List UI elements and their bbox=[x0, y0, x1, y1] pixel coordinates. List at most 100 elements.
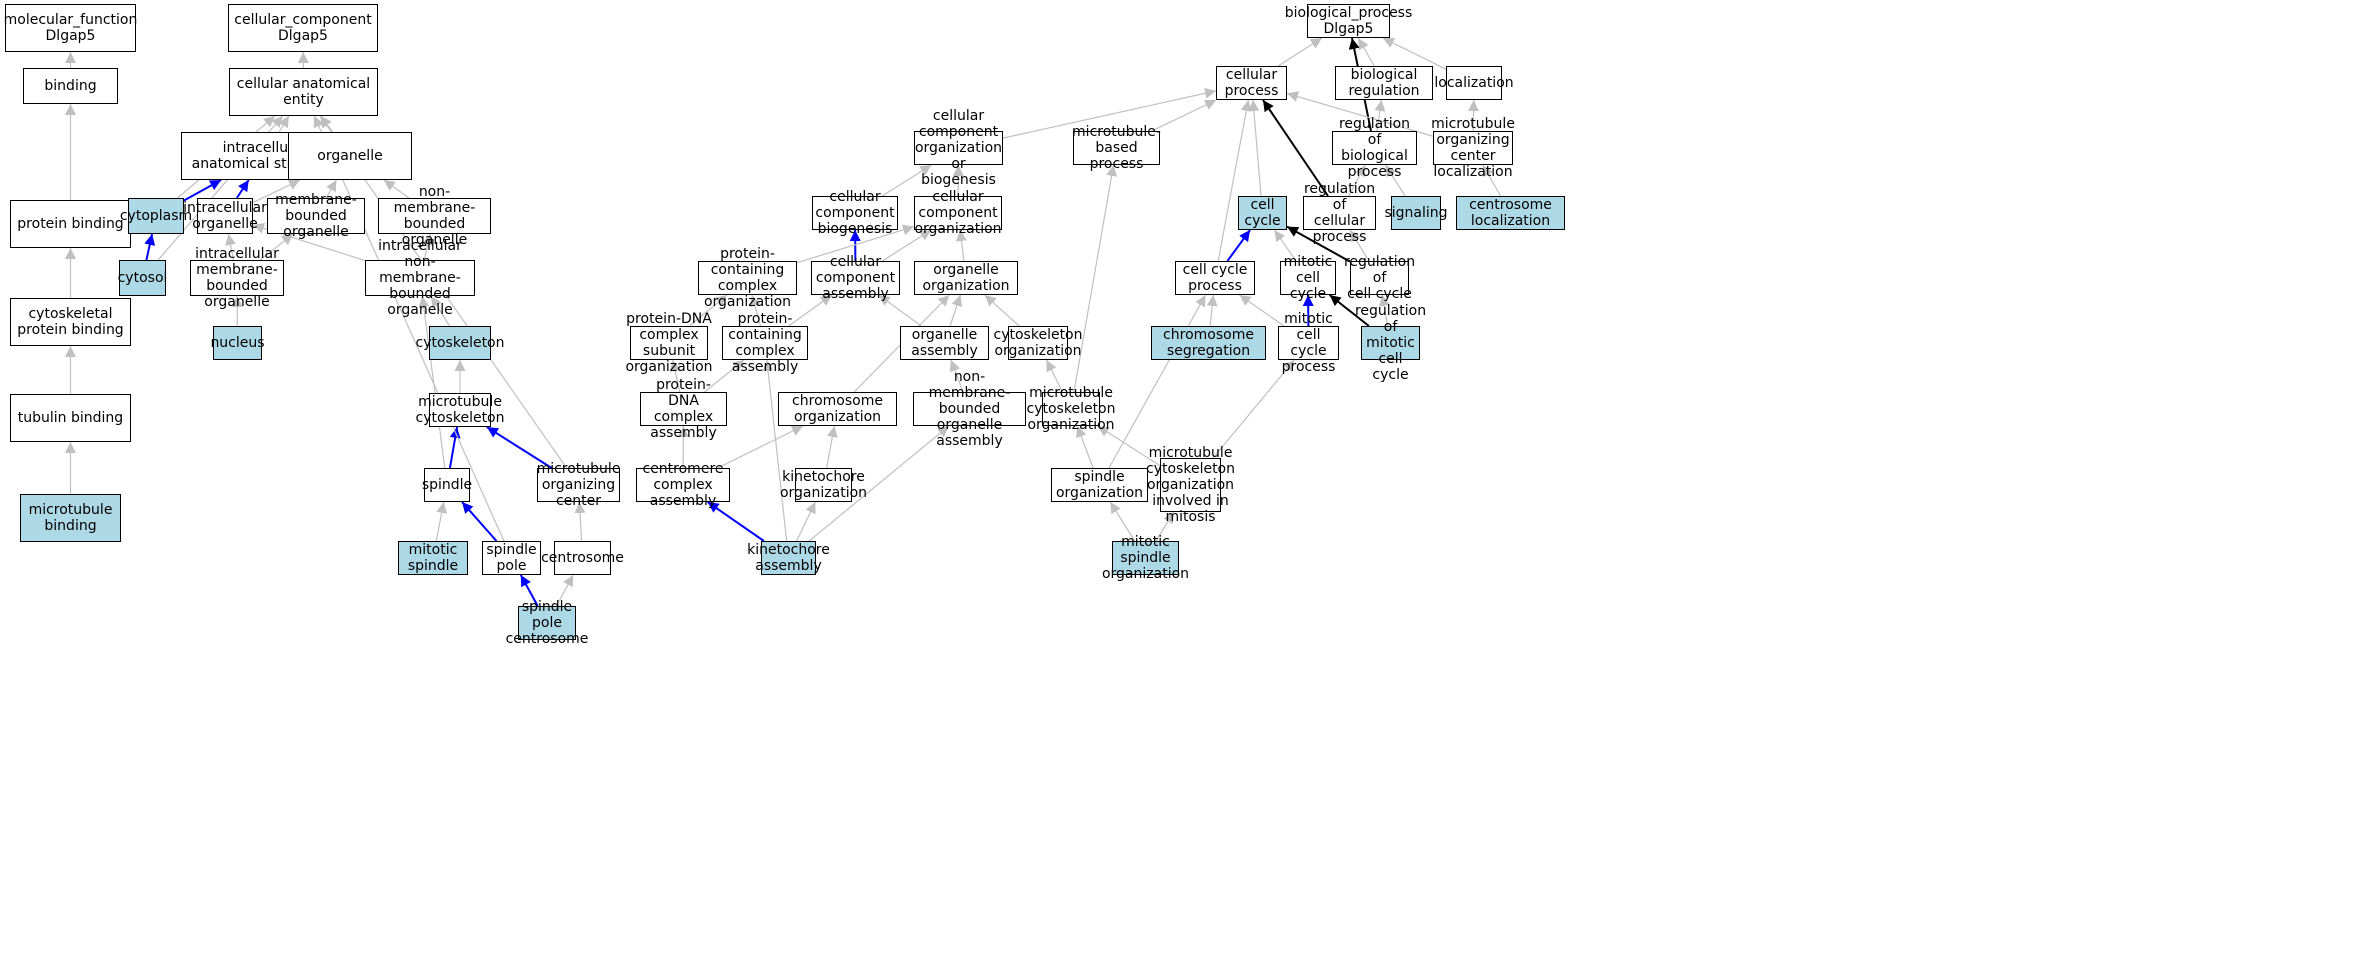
node-cellular-component-organization[interactable]: cellular component organization bbox=[914, 189, 1002, 237]
node-cell-cycle-process[interactable]: cell cycle process bbox=[1175, 261, 1255, 295]
node-binding[interactable]: binding bbox=[23, 68, 118, 104]
edge-microtubule_cytoskeleton_organization-to-cytoskeleton_organization bbox=[1045, 359, 1064, 393]
edge-cellular_process-to-bp_root bbox=[1277, 37, 1323, 67]
edge-protein_dna_complex_subunit_organization-to-protein_containing_complex_organization bbox=[689, 294, 728, 327]
edge-mitotic_spindle-to-spindle bbox=[435, 501, 448, 542]
edge-cytoskeleton_organization-to-organelle_organization bbox=[984, 294, 1020, 327]
node-cellular-component-organization-or-biogenesis[interactable]: cellular component organization or bioge… bbox=[914, 108, 1003, 188]
edge-kinetochore_assembly-to-centromere_complex_assembly bbox=[706, 501, 765, 542]
edge-microtubule_cytoskeleton_organization_involved_in_mitosis-to-microtubule_cytoskeleton_organization bbox=[1097, 425, 1161, 467]
node-organelle-organization[interactable]: organelle organization bbox=[914, 261, 1018, 295]
edge-kinetochore_assembly-to-protein_containing_complex_assembly bbox=[762, 359, 788, 542]
node-cell-cycle[interactable]: cell cycle bbox=[1238, 196, 1287, 230]
node-mitotic-cell-cycle[interactable]: mitotic cell cycle bbox=[1280, 254, 1336, 302]
edge-intracellular_anatomical_structure-to-cellular_anatomical_entity bbox=[278, 115, 290, 133]
node-cellular-anatomical-entity[interactable]: cellular anatomical entity bbox=[229, 68, 378, 116]
edge-regulation_of_cell_cycle-to-regulation_of_cellular_process bbox=[1349, 229, 1370, 262]
node-tubulin-binding[interactable]: tubulin binding bbox=[10, 394, 131, 442]
node-membrane-bounded-organelle[interactable]: membrane-bounded organelle bbox=[267, 192, 365, 240]
node-cellular-process[interactable]: cellular process bbox=[1216, 66, 1287, 100]
edge-spindle_pole-to-cellular_anatomical_entity bbox=[313, 115, 505, 542]
node-kinetochore-assembly[interactable]: kinetochore assembly bbox=[747, 541, 830, 575]
edge-kinetochore_assembly-to-non_membrane_bounded_organelle_assembly bbox=[808, 425, 950, 542]
edge-non_membrane_bounded_organelle_assembly-to-organelle_assembly bbox=[949, 359, 964, 393]
node-cytoskeletal-protein-binding[interactable]: cytoskeletal protein binding bbox=[10, 298, 131, 346]
edge-protein_dna_complex_assembly-to-protein_dna_complex_subunit_organization bbox=[669, 359, 681, 393]
edge-spindle_organization-to-microtubule_cytoskeleton_organization bbox=[1076, 425, 1094, 469]
node-microtubule-cytoskeleton[interactable]: microtubule cytoskeleton bbox=[415, 393, 505, 427]
edge-intracellular_membrane_bounded_organelle-to-membrane_bounded_organelle bbox=[259, 233, 294, 261]
edge-spindle_organization-to-cell_cycle_process bbox=[1108, 294, 1207, 469]
node-non-membrane-bounded-organelle[interactable]: non-membrane-bounded organelle bbox=[378, 184, 491, 248]
node-intracellular-non-membrane-bounded-organelle[interactable]: intracellular non-membrane-bounded organ… bbox=[365, 238, 475, 318]
edge-organelle_organization-to-cellular_component_organization bbox=[955, 229, 967, 262]
node-protein-containing-complex-assembly[interactable]: protein-containing complex assembly bbox=[722, 311, 808, 375]
edge-protein_containing_complex_assembly-to-protein_containing_complex_organization bbox=[749, 294, 762, 327]
edge-microtubule_cytoskeleton_organization-to-microtubule_based_process bbox=[1073, 164, 1118, 393]
edge-regulation_of_mitotic_cell_cycle-to-mitotic_cell_cycle bbox=[1328, 294, 1370, 327]
node-mitotic-spindle[interactable]: mitotic spindle bbox=[398, 541, 468, 575]
node-microtubule-organizing-center-localization[interactable]: microtubule organizing center localizati… bbox=[1431, 116, 1515, 180]
node-cytoplasm[interactable]: cytoplasm bbox=[120, 198, 192, 234]
node-centromere-complex-assembly[interactable]: centromere complex assembly bbox=[636, 461, 730, 509]
node-protein-binding[interactable]: protein binding bbox=[10, 200, 131, 248]
edge-regulation_of_cellular_process-to-cellular_process bbox=[1262, 99, 1329, 197]
node-protein-containing-complex-organization[interactable]: protein-containing complex organization bbox=[698, 246, 797, 310]
node-regulation-of-biological-process[interactable]: regulation of biological process bbox=[1332, 116, 1417, 180]
node-regulation-of-mitotic-cell-cycle[interactable]: regulation of mitotic cell cycle bbox=[1354, 303, 1427, 383]
node-spindle[interactable]: spindle bbox=[422, 468, 472, 502]
edge-intracellular_membrane_bounded_organelle-to-intracellular_organelle bbox=[225, 233, 236, 261]
node-regulation-of-cellular-process[interactable]: regulation of cellular process bbox=[1303, 181, 1376, 245]
node-protein-dna-complex-assembly[interactable]: protein-DNA complex assembly bbox=[640, 377, 727, 441]
node-microtubule-binding[interactable]: microtubule binding bbox=[20, 494, 121, 542]
node-chromosome-organization[interactable]: chromosome organization bbox=[778, 392, 897, 426]
edge-cytoplasm-to-intracellular_anatomical_structure bbox=[183, 179, 222, 202]
node-microtubule-cytoskeleton-organization-involved-in-mitosis[interactable]: microtubule cytoskeleton organization in… bbox=[1146, 445, 1235, 525]
node-centrosome[interactable]: centrosome bbox=[541, 541, 624, 575]
node-mitotic-spindle-organization[interactable]: mitotic spindle organization bbox=[1101, 534, 1190, 582]
edge-spindle_pole-to-spindle bbox=[461, 501, 498, 542]
edge-localization-to-bp_root bbox=[1382, 37, 1447, 70]
node-signaling[interactable]: signaling bbox=[1384, 196, 1448, 230]
edge-regulation_of_cell_cycle-to-cell_cycle bbox=[1286, 225, 1351, 263]
node-spindle-pole[interactable]: spindle pole bbox=[482, 541, 541, 575]
edge-kinetochore_organization-to-chromosome_organization bbox=[826, 425, 838, 469]
edge-regulation_of_mitotic_cell_cycle-to-regulation_of_cell_cycle bbox=[1378, 294, 1390, 327]
node-cellular-component-biogenesis[interactable]: cellular component biogenesis bbox=[812, 189, 898, 237]
edge-cytosol-to-cytoplasm bbox=[144, 233, 156, 261]
node-biological-regulation[interactable]: biological regulation bbox=[1335, 66, 1433, 100]
edge-cellular_component_assembly-to-cellular_component_organization bbox=[881, 229, 932, 262]
edge-regulation_of_cellular_process-to-regulation_of_biological_process bbox=[1348, 164, 1366, 197]
edge-centrosome-to-microtubule_organizing_center bbox=[574, 501, 586, 542]
node-intracellular-membrane-bounded-organelle[interactable]: intracellular membrane-bounded organelle bbox=[190, 246, 284, 310]
node-localization[interactable]: localization bbox=[1434, 66, 1514, 100]
node-kinetochore-organization[interactable]: kinetochore organization bbox=[779, 468, 868, 502]
node-cytoskeleton[interactable]: cytoskeleton bbox=[416, 326, 505, 360]
edge-mitotic_cell_cycle_process-to-cell_cycle_process bbox=[1239, 294, 1285, 327]
node-organelle[interactable]: organelle bbox=[288, 132, 412, 180]
node-microtubule-cytoskeleton-organization[interactable]: microtubule cytoskeleton organization bbox=[1026, 385, 1116, 433]
edge-protein_dna_complex_assembly-to-protein_containing_complex_assembly bbox=[704, 359, 745, 393]
node-nucleus[interactable]: nucleus bbox=[210, 326, 265, 360]
edge-protein_containing_complex_assembly-to-cellular_component_assembly bbox=[788, 294, 833, 327]
node-centrosome-localization[interactable]: centrosome localization bbox=[1456, 196, 1565, 230]
node-microtubule-organizing-center[interactable]: microtubule organizing center bbox=[536, 461, 621, 509]
node-cellular-component-assembly[interactable]: cellular component assembly bbox=[811, 254, 900, 302]
node-molecular-function-root[interactable]: molecular_function Dlgap5 bbox=[4, 4, 137, 52]
node-cellular-component-root[interactable]: cellular_component Dlgap5 bbox=[228, 4, 378, 52]
node-non-membrane-bounded-organelle-assembly[interactable]: non-membrane-bounded organelle assembly bbox=[913, 369, 1026, 449]
node-organelle-assembly[interactable]: organelle assembly bbox=[900, 326, 989, 360]
node-chromosome-segregation[interactable]: chromosome segregation bbox=[1151, 326, 1266, 360]
node-protein-dna-complex-subunit-organization[interactable]: protein-DNA complex subunit organization bbox=[625, 311, 713, 375]
node-intracellular-organelle[interactable]: intracellular organelle bbox=[183, 198, 267, 234]
edge-cellular_component_organization_or_biogenesis-to-cellular_process bbox=[1002, 87, 1217, 139]
node-mitotic-cell-cycle-process[interactable]: mitotic cell cycle process bbox=[1278, 311, 1339, 375]
node-cytoskeleton-organization[interactable]: cytoskeleton organization bbox=[993, 326, 1083, 360]
node-spindle-organization[interactable]: spindle organization bbox=[1051, 468, 1148, 502]
node-microtubule-based-process[interactable]: microtubule-based process bbox=[1072, 124, 1161, 172]
node-regulation-of-cell-cycle[interactable]: regulation of cell cycle bbox=[1343, 254, 1416, 302]
node-biological-process-root[interactable]: biological_process Dlgap5 bbox=[1284, 4, 1413, 38]
edge-signaling-to-regulation_of_biological_process bbox=[1384, 164, 1406, 197]
node-spindle-pole-centrosome[interactable]: spindle pole centrosome bbox=[505, 599, 589, 647]
node-cytosol[interactable]: cytosol bbox=[118, 260, 167, 296]
